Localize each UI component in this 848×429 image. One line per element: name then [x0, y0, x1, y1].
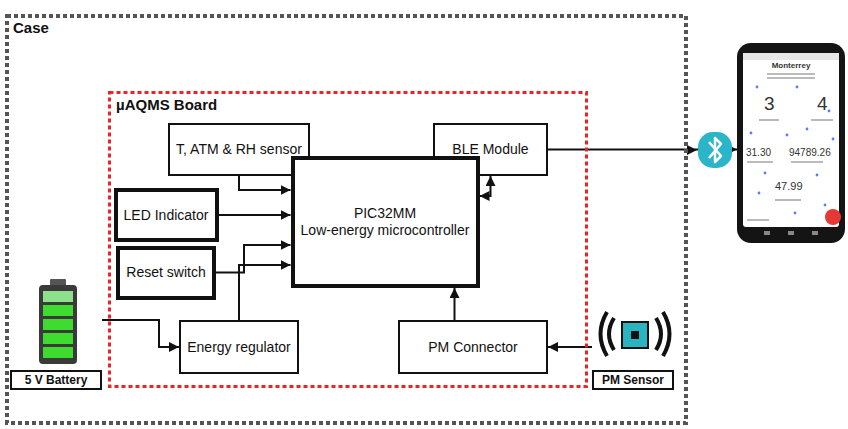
sensor-square	[622, 322, 648, 348]
part-label: 5 V Battery	[10, 370, 102, 390]
phone-body	[737, 43, 845, 243]
regulator-box: Energy regulator	[179, 320, 299, 374]
screen-text: Monterrey	[737, 61, 845, 70]
sensor-core	[631, 331, 639, 339]
connector-arrow	[239, 176, 291, 190]
map-dot	[750, 132, 753, 135]
box-label: Low-energy microcontroller	[301, 222, 470, 239]
bluetooth-badge	[698, 132, 732, 168]
sensor-label: PM Sensor	[592, 300, 674, 390]
map-dot	[756, 86, 759, 89]
screen-text: 94789.26	[789, 147, 831, 158]
indicator-box: LED Indicator	[114, 188, 219, 242]
map-dot	[824, 204, 827, 207]
microcontroller-box: PIC32MMLow-energy microcontroller	[291, 156, 480, 288]
map-dot	[816, 174, 819, 177]
box-label: PM Connector	[428, 339, 517, 356]
screen-sublabel	[759, 119, 779, 121]
box-label: Reset switch	[126, 264, 205, 281]
action-button	[825, 209, 841, 225]
screen-sublabel	[775, 199, 801, 201]
battery-label: 5 V Battery	[10, 278, 102, 390]
status-bar	[743, 53, 839, 60]
screen-text: 4	[817, 93, 828, 115]
connector-arrow	[480, 176, 491, 196]
battery-cell	[43, 291, 73, 302]
screen-sublabel	[767, 73, 815, 75]
region-border	[110, 93, 587, 387]
screen-text: 47.99	[775, 180, 803, 192]
board-outline: µAQMS BoardT, ATM & RH sensorBLE ModuleL…	[108, 91, 588, 388]
battery-cell	[43, 333, 73, 344]
smartphone: Monterrey 3 4 31.30 94789.26 47.99	[737, 43, 845, 243]
box-label: Energy regulator	[187, 339, 291, 356]
arrowhead	[687, 145, 697, 155]
nav-button	[812, 231, 818, 235]
switch-box: Reset switch	[116, 246, 216, 300]
signal-arc	[609, 318, 614, 350]
connector-arrow	[219, 214, 291, 216]
map-dot	[828, 110, 831, 113]
phone-screen	[743, 53, 839, 227]
map-dot	[806, 128, 809, 131]
connector-arrow	[239, 265, 291, 320]
box-label: T, ATM & RH sensor	[176, 141, 302, 158]
region-title: µAQMS Board	[108, 91, 217, 113]
connector-arrow	[454, 288, 456, 320]
part-label: PM Sensor	[592, 370, 674, 390]
battery-cell	[43, 347, 73, 358]
signal-arc	[601, 312, 608, 356]
map-dot	[794, 212, 797, 215]
battery-body	[39, 285, 77, 364]
screen-sublabel	[747, 219, 769, 221]
bluetooth-icon	[687, 132, 732, 168]
battery-symbol	[39, 279, 77, 364]
screen-sublabel	[811, 119, 833, 121]
screen-text: 3	[764, 93, 775, 115]
map-dot	[796, 86, 799, 89]
pm-sensor-symbol	[601, 312, 670, 356]
sensor-box: T, ATM & RH sensor	[168, 123, 310, 176]
box-label: LED Indicator	[124, 207, 209, 224]
map-dot	[764, 172, 767, 175]
case-outline: CaseµAQMS BoardT, ATM & RH sensorBLE Mod…	[5, 14, 688, 425]
connector-arrow	[102, 320, 179, 347]
connector-box: PM Connector	[398, 320, 548, 374]
region-border	[7, 16, 686, 423]
bluetooth-rune	[709, 138, 721, 162]
phone-frame	[737, 43, 845, 243]
battery-terminal	[50, 279, 66, 286]
connector-arrow	[216, 245, 291, 273]
screen-sublabel	[791, 161, 823, 163]
region-title: Case	[5, 14, 49, 36]
signal-arc	[656, 318, 661, 350]
map-dot	[786, 134, 789, 137]
screen-text: 31.30	[746, 147, 771, 158]
screen-sublabel	[767, 77, 815, 79]
map-dot	[758, 192, 761, 195]
battery-cell	[43, 305, 73, 316]
box-label: PIC32MM	[354, 205, 416, 222]
signal-arc	[663, 312, 670, 356]
nav-button	[764, 231, 770, 235]
battery-cell	[43, 319, 73, 330]
map-dot	[832, 138, 835, 141]
screen-sublabel	[747, 161, 773, 163]
nav-button	[788, 231, 794, 235]
